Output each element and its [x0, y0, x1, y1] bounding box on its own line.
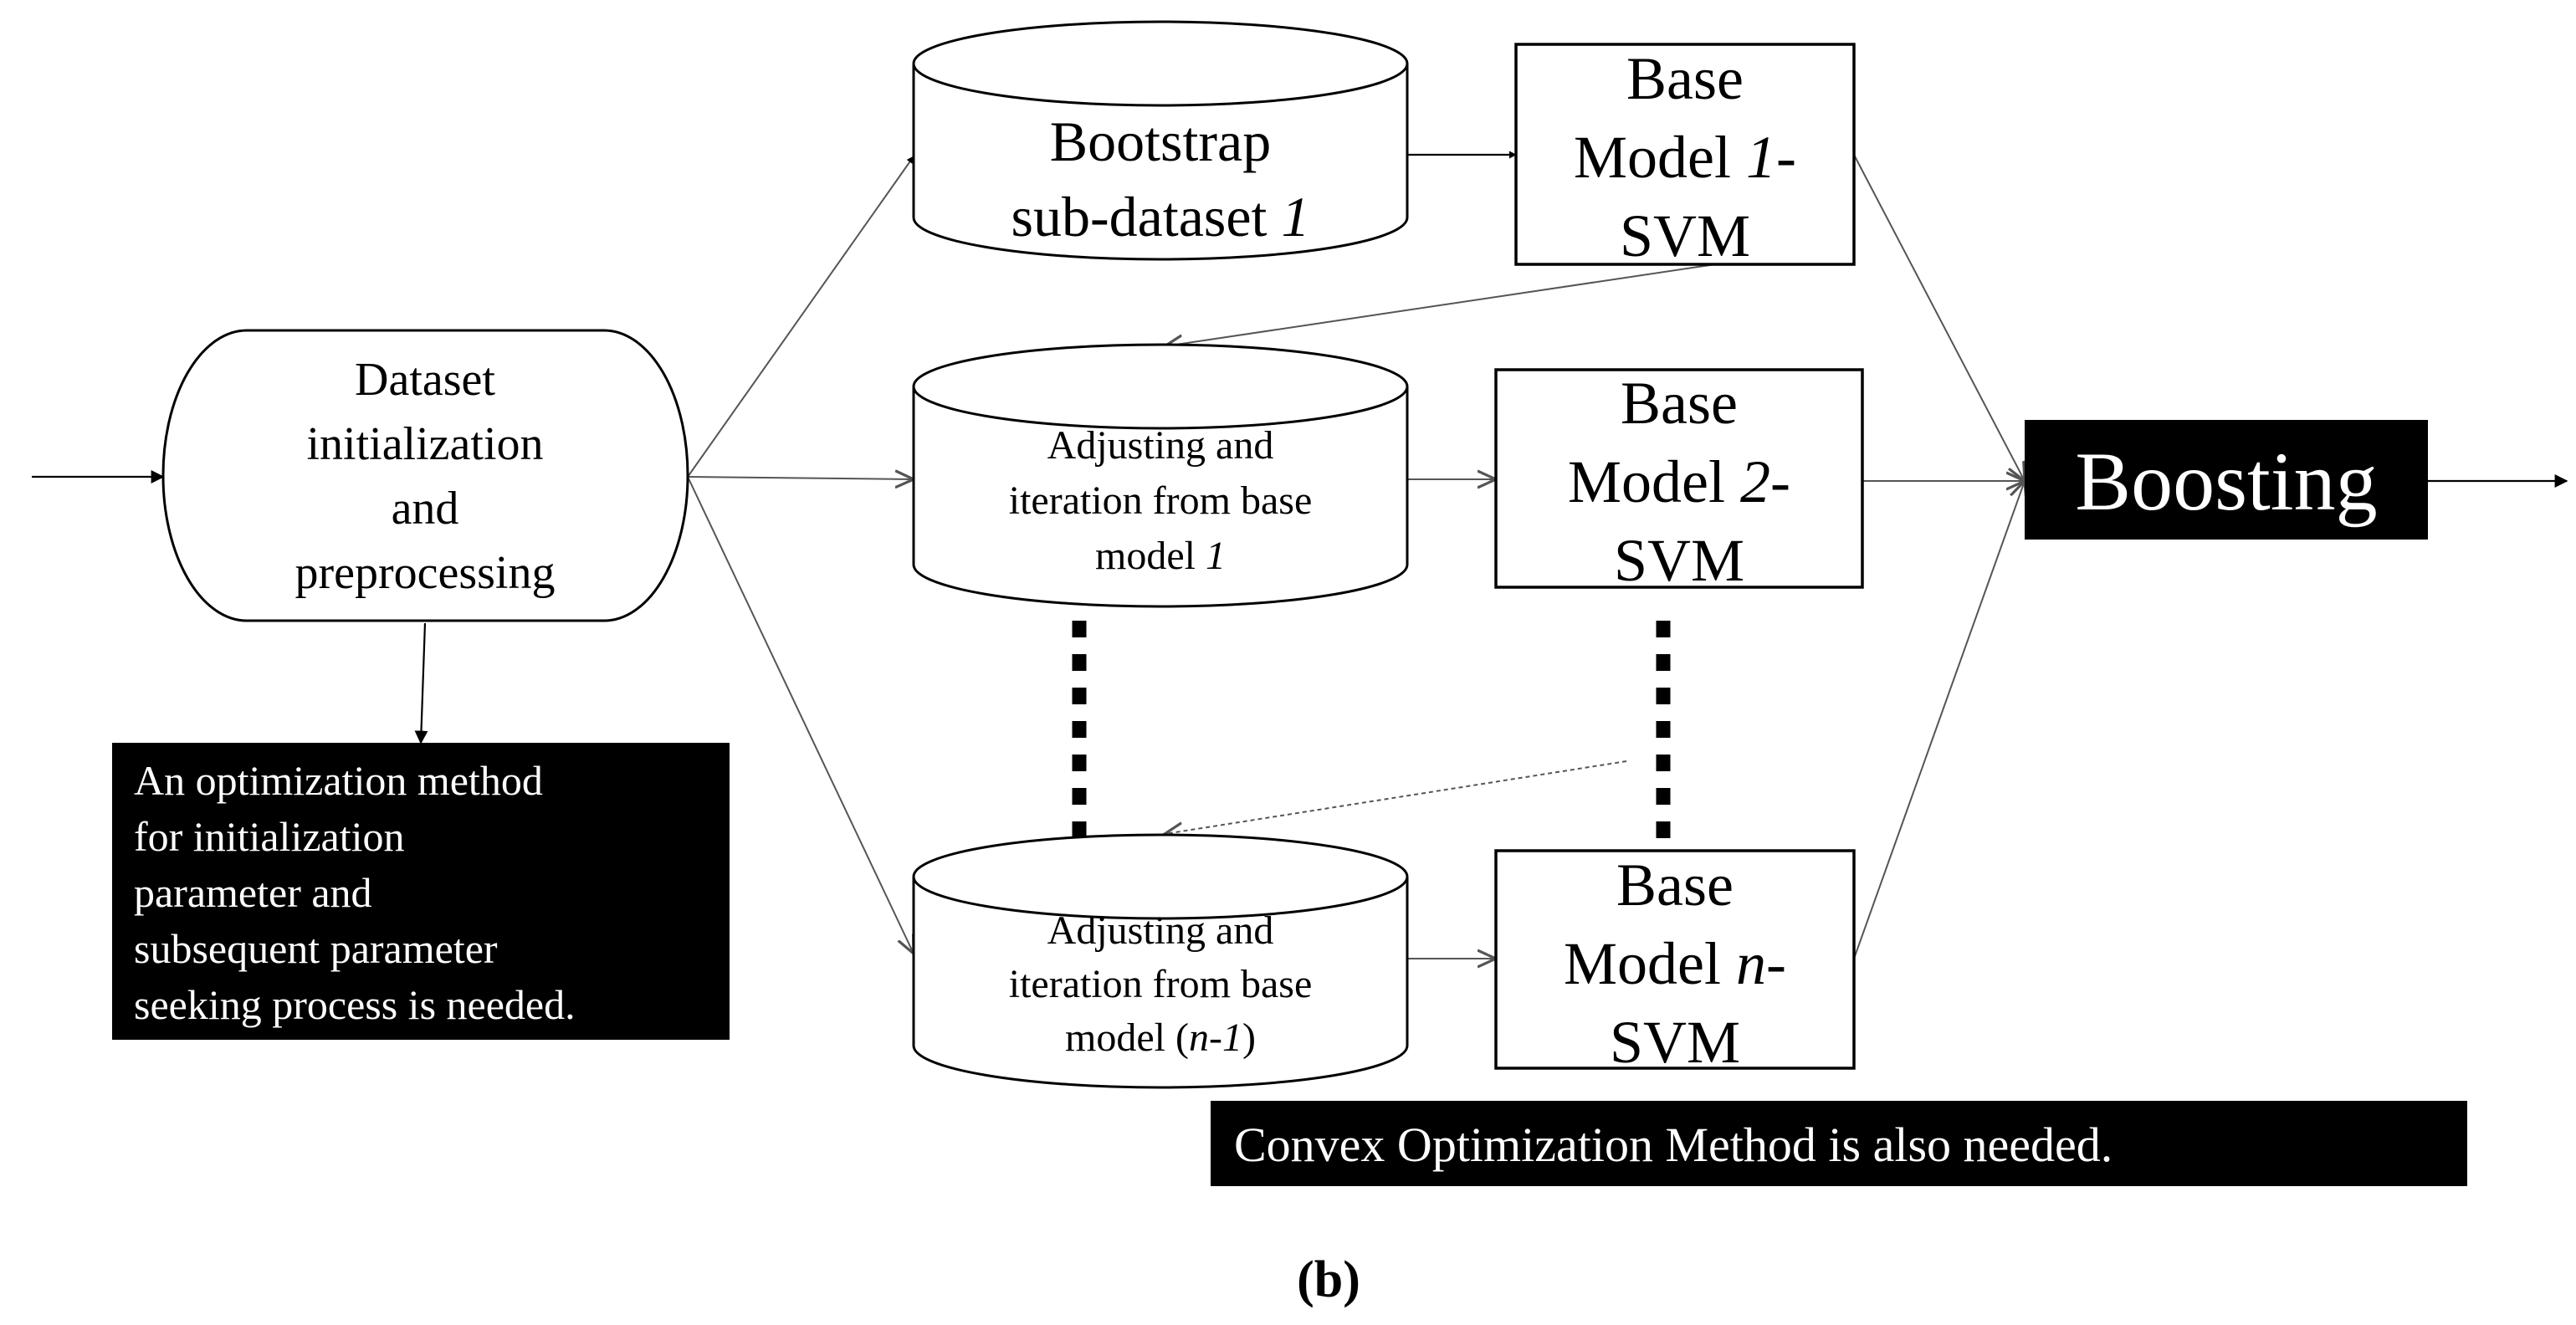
dataset-line-1: Dataset: [355, 354, 495, 406]
base-n-line-1: Base: [1616, 852, 1734, 918]
base-1-line-2: Model 1-: [1574, 124, 1796, 191]
edges: [32, 151, 2568, 959]
bootstrap-cylinder: Bootstrap sub-dataset 1: [912, 20, 1409, 261]
edge-dataset-to-adjust-n: [687, 476, 914, 954]
note-line-5: seeking process is needed.: [134, 981, 576, 1028]
adjust-n-line-1: Adjusting and: [1047, 908, 1274, 953]
note-line-3: parameter and: [134, 869, 372, 916]
base-n-line-2: Model n-: [1564, 930, 1786, 997]
dataset-line-3: and: [392, 483, 459, 535]
bootstrap-line-2: sub-dataset 1: [1011, 185, 1310, 248]
edge-base-2-to-adjust-n: [1165, 760, 1627, 834]
base-model-n-box: Base Model n- SVM: [1494, 849, 1856, 1076]
base-1-line-3: SVM: [1620, 202, 1750, 269]
dataset-node: Dataset initialization and preprocessing: [161, 329, 689, 622]
edge-dataset-to-adjust-1: [687, 477, 914, 479]
base-2-line-2: Model 2-: [1568, 448, 1790, 515]
note-line-2: for initialization: [134, 813, 405, 860]
adjust-n-line-2: iteration from base: [1009, 962, 1313, 1006]
convex-note: Convex Optimization Method is also neede…: [1211, 1101, 2467, 1186]
base-2-line-3: SVM: [1614, 527, 1744, 594]
note-line-4: subsequent parameter: [134, 925, 498, 972]
adjust-1-line-1: Adjusting and: [1047, 423, 1274, 468]
base-2-line-1: Base: [1621, 370, 1738, 437]
convex-note-label: Convex Optimization Method is also neede…: [1234, 1118, 2113, 1172]
edge-dataset-to-note: [414, 622, 428, 744]
base-n-line-3: SVM: [1610, 1009, 1740, 1076]
edge-base-n-to-boosting: [1853, 481, 2025, 959]
boosting-label: Boosting: [2075, 435, 2377, 528]
base-1-line-1: Base: [1626, 45, 1744, 112]
optimization-note: An optimization method for initializatio…: [112, 743, 730, 1040]
edge-dataset-to-bootstrap: [687, 156, 914, 478]
edge-base-1-to-boosting: [1853, 154, 2025, 481]
adjust-cylinder-n: Adjusting and iteration from base model …: [912, 833, 1409, 1089]
adjust-1-line-3: model 1: [1095, 534, 1226, 578]
adjust-1-line-2: iteration from base: [1009, 478, 1313, 523]
boosting-node: Boosting: [2025, 420, 2428, 540]
dataset-line-4: preprocessing: [294, 547, 555, 599]
dataset-line-2: initialization: [306, 418, 543, 470]
bootstrap-line-1: Bootstrap: [1050, 110, 1271, 173]
adjust-cylinder-1: Adjusting and iteration from base model …: [912, 343, 1409, 608]
base-model-2-box: Base Model 2- SVM: [1494, 368, 1864, 594]
note-line-1: An optimization method: [134, 757, 543, 804]
figure-label: (b): [1297, 1251, 1360, 1308]
base-model-1-box: Base Model 1- SVM: [1514, 43, 1856, 269]
adjust-n-line-3: model (n-1): [1065, 1015, 1256, 1060]
edge-base-1-to-adjust-1: [1165, 263, 1716, 346]
